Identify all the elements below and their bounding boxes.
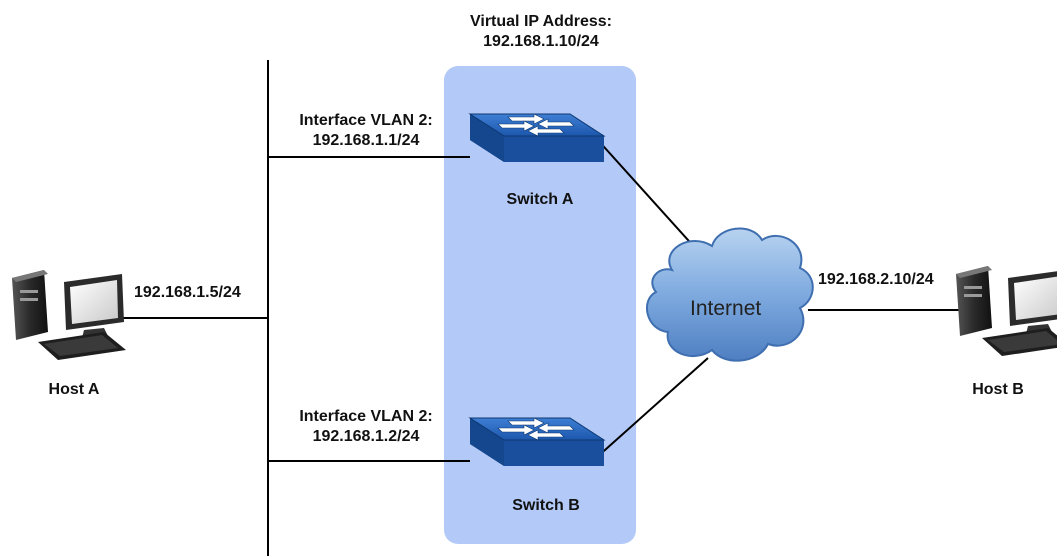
virtual-ip-title: Virtual IP Address: (470, 13, 612, 30)
host-a-computer-icon (12, 270, 126, 360)
virtual-ip-address: 192.168.1.10/24 (483, 33, 599, 50)
host-b-ip: 192.168.2.10/24 (818, 271, 934, 288)
switch-b-iface-ip: 192.168.1.2/24 (312, 428, 420, 445)
host-b-name: Host B (972, 381, 1024, 398)
switch-b-iface-title: Interface VLAN 2: (299, 408, 433, 425)
switch-a-icon (468, 113, 606, 162)
host-b-computer-icon (956, 266, 1057, 356)
host-a-name: Host A (48, 381, 100, 398)
switch-a-iface-title: Interface VLAN 2: (299, 112, 433, 129)
link-switch-b-internet (595, 357, 709, 459)
switch-b-interface-label: Interface VLAN 2: 192.168.1.2/24 (276, 407, 456, 447)
switch-b-icon (468, 417, 606, 466)
internet-label: Internet (690, 297, 762, 320)
switch-a-name: Switch A (506, 191, 574, 208)
link-switch-a-internet (595, 137, 707, 261)
virtual-ip-label: Virtual IP Address: 192.168.1.10/24 (436, 12, 646, 52)
switch-a-interface-label: Interface VLAN 2: 192.168.1.1/24 (276, 111, 456, 151)
host-a-ip: 192.168.1.5/24 (134, 284, 241, 301)
internet-cloud-icon (646, 227, 814, 362)
switch-b-name: Switch B (512, 497, 580, 514)
switch-a-iface-ip: 192.168.1.1/24 (312, 132, 420, 149)
